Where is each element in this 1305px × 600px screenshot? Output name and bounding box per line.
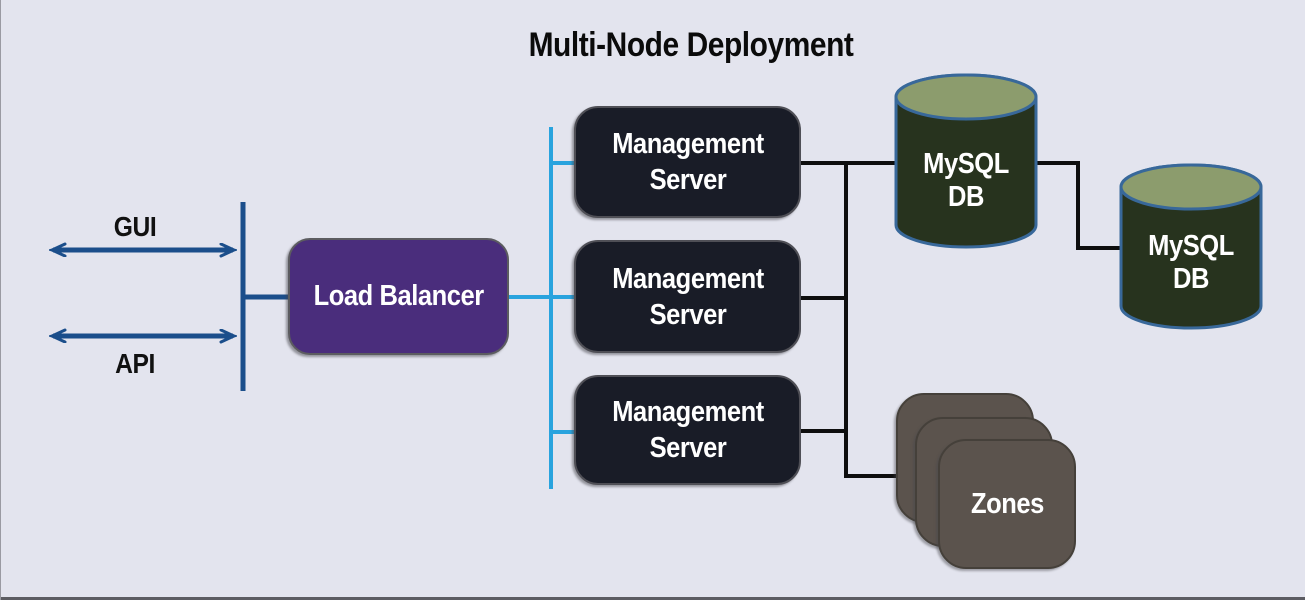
management-server-box-2: Management Server <box>574 240 801 353</box>
db1-to-db2-wire <box>1035 161 1123 250</box>
mysql-db-2-label: MySQL DB <box>1148 230 1234 295</box>
bottom-rule <box>1 597 1305 600</box>
api-label: API <box>115 348 155 379</box>
client-wires <box>53 202 291 391</box>
mysql-db-2-cylinder-top <box>1119 163 1263 211</box>
diagram-title-text: Multi-Node Deployment <box>528 26 854 64</box>
management-server-box-3: Management Server <box>574 375 801 485</box>
gui-label: GUI <box>113 211 157 242</box>
zones-box: Zones <box>938 439 1076 569</box>
database-shapes <box>894 73 1263 330</box>
management-server-box-1: Management Server <box>574 106 801 218</box>
mysql-db-1-cylinder-top <box>894 73 1038 121</box>
diagram-title: Multi-Node Deployment <box>506 26 875 65</box>
lb-wires <box>509 127 576 489</box>
mysql-db-1-label: MySQL DB <box>923 148 1009 213</box>
load-balancer-box: Load Balancer <box>288 238 509 355</box>
